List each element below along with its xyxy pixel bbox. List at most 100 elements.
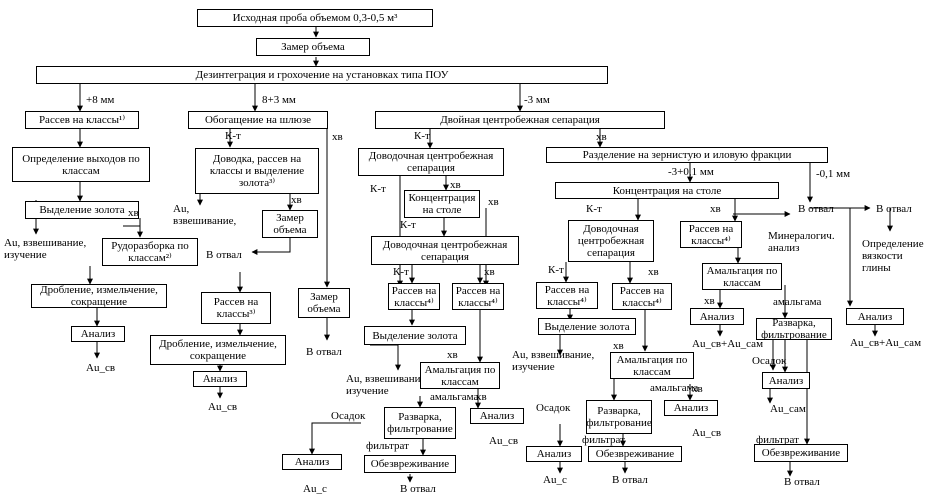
label-to-dump-5: В отвал [876, 203, 912, 215]
node-dehydration-3: Обезвреживание [754, 444, 848, 462]
label-hv-2: хв [332, 131, 343, 143]
label-hv-12: хв [704, 295, 715, 307]
node-sample: Исходная проба объемом 0,3-0,5 м³ [197, 9, 433, 27]
node-analysis-1: Анализ [71, 326, 125, 342]
node-finishing-centrifugal: Доводочная центробежная сепарация [358, 148, 504, 176]
label-filtrate-2: фильтрат [582, 434, 625, 446]
label-au-sv-sam: Au_св+Au_сам [692, 338, 764, 350]
label-hv-10: хв [710, 203, 721, 215]
label-plus8: +8 мм [86, 94, 115, 106]
label-mineralogical: Минералогич. анализ [768, 230, 835, 254]
node-refining-2: Разварка, фильтрование [586, 400, 652, 434]
label-sediment-3: Осадок [752, 355, 787, 367]
label-minus01: -0,1 мм [816, 168, 851, 180]
node-sieve-classes-sluice: Рассев на классы³⁾ [201, 292, 271, 324]
node-analysis-4: Анализ [282, 454, 342, 470]
node-sieve-c: Рассев на классы⁴⁾ [536, 282, 598, 309]
node-refining-1: Разварка, фильтрование [384, 407, 456, 439]
node-dehydration-2: Обезвреживание [588, 446, 682, 462]
label-au-weigh-study-2: Au, взвешивание, изучение [346, 373, 429, 397]
label-kt-4: К-т [400, 219, 416, 231]
label-to-dump-6: В отвал [612, 474, 648, 486]
node-sieve-classes: Рассев на классы¹⁾ [25, 111, 139, 129]
node-hand-sorting: Рудоразборка по классам²⁾ [102, 238, 198, 266]
label-hv-1: хв [128, 207, 139, 219]
node-sieve-d: Рассев на классы⁴⁾ [612, 283, 672, 310]
label-hv-7: хв [484, 266, 495, 278]
node-analysis-9: Анализ [846, 308, 904, 325]
label-au-sv-sam-2: Au_св+Au_сам [850, 337, 922, 349]
node-amalgamation-2: Амальгация по классам [610, 352, 694, 379]
node-volume-2: Замер объема [262, 210, 318, 238]
node-analysis-6: Анализ [664, 400, 718, 416]
node-sluice: Обогащение на шлюзе [188, 111, 328, 129]
label-to-dump-3: В отвал [400, 483, 436, 495]
node-analysis-8: Анализ [762, 372, 810, 389]
node-finishing-sluice: Доводка, рассев на классы и выделение зо… [195, 148, 319, 194]
node-volume-3: Замер объема [298, 288, 350, 318]
node-dehydration-1: Обезвреживание [364, 455, 456, 473]
label-filtrate-3: фильтрат [756, 434, 799, 446]
label-kt-2: К-т [414, 130, 430, 142]
label-viscosity: Определение вязкости глины [862, 238, 924, 274]
label-to-dump-1: В отвал [206, 249, 242, 261]
label-to-dump-2: В отвал [306, 346, 342, 358]
node-analysis-7: Анализ [690, 308, 744, 325]
label-hv-13: хв [613, 340, 624, 352]
node-table-concentration-2: Концентрация на столе [555, 182, 779, 199]
label-au-s-2: Au_с [543, 474, 567, 486]
label-kt-6: К-т [586, 203, 602, 215]
label-au-sam: Au_сам [770, 403, 806, 415]
node-sieve-a: Рассев на классы⁴⁾ [388, 283, 440, 310]
label-au-sv-2: Au_св [208, 401, 238, 413]
node-gold-extraction-3: Выделение золота [538, 318, 636, 335]
label-kt-1: К-т [225, 130, 241, 142]
label-hv-14: хв [692, 383, 703, 395]
node-table-concentration-1: Концентрация на столе [404, 190, 480, 218]
label-3-01: -3+0,1 мм [668, 166, 714, 178]
node-disintegration: Дезинтеграция и грохочение на установках… [36, 66, 608, 84]
label-au-weigh: Au, взвешивание, [173, 203, 237, 227]
label-kt-7: К-т [548, 264, 564, 276]
node-finishing-centrifugal-3: Доводочная центробежная сепарация [568, 220, 654, 262]
node-fraction-separation: Разделение на зернистую и иловую фракции [546, 147, 828, 163]
label-to-dump-4: В отвал [798, 203, 834, 215]
label-hv-3: хв [291, 194, 302, 206]
node-analysis-3: Анализ [470, 408, 524, 424]
label-au-sv-4: Au_св [692, 427, 722, 439]
node-analysis-2: Анализ [193, 371, 247, 387]
node-yield-by-class: Определение выходов по классам [12, 147, 150, 182]
label-amalgam-2: амальгама [650, 382, 699, 394]
label-au-weigh-study: Au, взвешивание, изучение [4, 237, 87, 261]
node-sieve-b: Рассев на классы⁴⁾ [452, 283, 504, 310]
node-sieve-e: Рассев на классы⁴⁾ [680, 221, 742, 248]
label-hv-8: хв [447, 349, 458, 361]
label-hv-5: хв [450, 179, 461, 191]
label-hv-11: хв [648, 266, 659, 278]
node-crushing-1: Дробление, измельчение, сокращение [31, 284, 167, 308]
label-hv-6: хв [488, 196, 499, 208]
node-double-centrifugal: Двойная центробежная сепарация [375, 111, 665, 129]
label-au-weigh-study-3: Au, взвешивание, изучение [512, 349, 595, 373]
label-au-sv-1: Au_св [86, 362, 116, 374]
label-kt-3: К-т [370, 183, 386, 195]
label-to-dump-7: В отвал [784, 476, 820, 488]
node-gold-extraction-2: Выделение золота [364, 326, 466, 345]
label-kt-5: К-т [393, 266, 409, 278]
label-amalgam-1: амальгама [430, 391, 479, 403]
label-hv-9: хв [476, 391, 487, 403]
label-8-3: 8+3 мм [262, 94, 296, 106]
node-crushing-2: Дробление, измельчение, сокращение [150, 335, 286, 365]
node-amalgamation-1: Амальгация по классам [420, 362, 500, 389]
label-sediment-2: Осадок [536, 402, 571, 414]
label-sediment-1: Осадок [331, 410, 366, 422]
label-minus3: -3 мм [524, 94, 550, 106]
label-filtrate-1: фильтрат [366, 440, 409, 452]
node-refining-3: Разварка, фильтрование [756, 318, 832, 340]
node-analysis-5: Анализ [526, 446, 582, 462]
node-volume: Замер объема [256, 38, 370, 56]
node-finishing-centrifugal-2: Доводочная центробежная сепарация [371, 236, 519, 265]
label-au-s-1: Au_с [303, 483, 327, 495]
